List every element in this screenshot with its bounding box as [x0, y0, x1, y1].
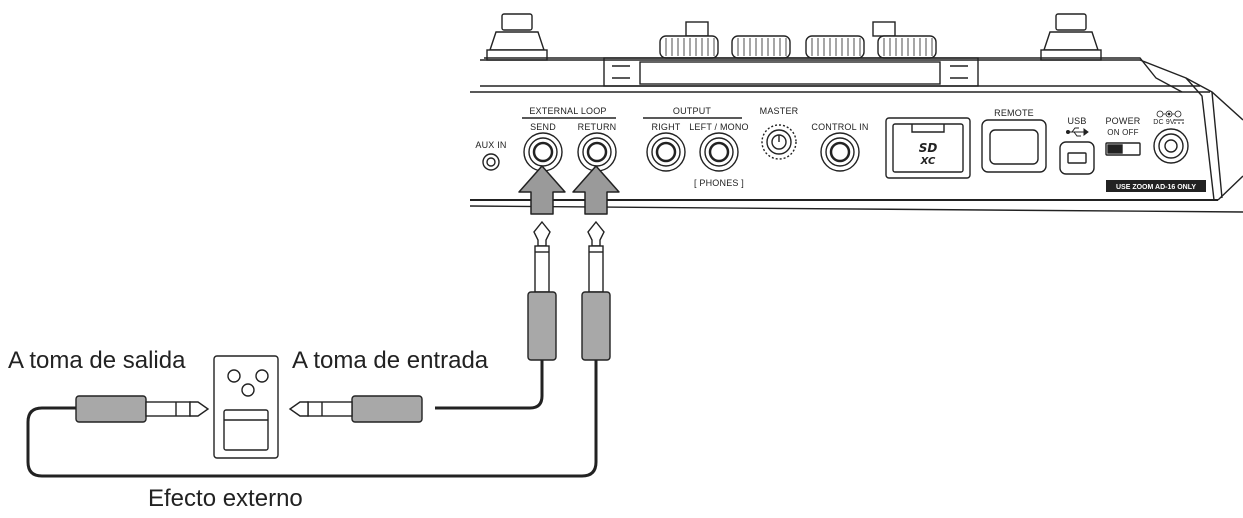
footswitch-right	[1040, 13, 1102, 61]
loop-cable	[435, 358, 544, 410]
return-jack	[577, 132, 617, 172]
usb-icon	[1066, 127, 1089, 137]
control-in-jack	[820, 132, 860, 172]
arrow-to-send	[518, 165, 566, 215]
sd-xc-logo: XC	[920, 156, 936, 167]
remote-label: REMOTE	[994, 108, 1034, 118]
sd-card-slot	[885, 117, 971, 179]
return-label: RETURN	[578, 122, 617, 132]
send-cable-plug	[527, 220, 557, 361]
usb-label: USB	[1067, 116, 1086, 126]
multi-effects-device	[469, 13, 1243, 213]
left-mono-label: LEFT / MONO	[689, 122, 749, 132]
master-knob	[761, 124, 797, 160]
sd-logo: SD	[919, 141, 938, 155]
phones-label: [ PHONES ]	[694, 178, 744, 188]
dc-symbol	[1174, 119, 1184, 124]
arrow-to-return	[572, 165, 620, 215]
adapter-note-badge	[1106, 180, 1206, 192]
to-input-label: A toma de entrada	[292, 347, 489, 374]
usb-port	[1059, 141, 1095, 175]
right-label: RIGHT	[652, 122, 681, 132]
footswitch-left	[486, 13, 548, 61]
power-label: POWER	[1105, 116, 1140, 126]
external-loop-label: EXTERNAL LOOP	[529, 106, 606, 116]
aux-in-label: AUX IN	[475, 140, 506, 150]
dc-label: DC 9V	[1153, 119, 1175, 126]
external-effect-pedal	[213, 355, 279, 459]
polarity-icon	[1156, 110, 1182, 118]
aux-in-jack	[482, 153, 500, 171]
send-jack	[523, 132, 563, 172]
send-label: SEND	[530, 122, 556, 132]
output-right-jack	[646, 132, 686, 172]
dc-jack	[1153, 128, 1189, 164]
control-in-label: CONTROL IN	[811, 122, 868, 132]
on-off-label: ON OFF	[1107, 128, 1138, 137]
remote-port	[989, 129, 1039, 165]
output-label: OUTPUT	[673, 106, 712, 116]
top-knobs	[659, 21, 937, 59]
power-switch	[1105, 142, 1141, 156]
return-cable	[26, 358, 598, 478]
master-label: MASTER	[760, 106, 799, 116]
pedal-output-plug	[288, 395, 423, 423]
to-output-label: A toma de salida	[8, 347, 186, 374]
adapter-note-label: USE ZOOM AD-16 ONLY	[1116, 184, 1196, 191]
return-cable-plug	[581, 220, 611, 361]
output-left-mono-jack	[699, 132, 739, 172]
pedal-input-plug	[75, 395, 210, 423]
external-effect-label: Efecto externo	[148, 485, 303, 512]
remote-port-frame	[981, 119, 1047, 173]
